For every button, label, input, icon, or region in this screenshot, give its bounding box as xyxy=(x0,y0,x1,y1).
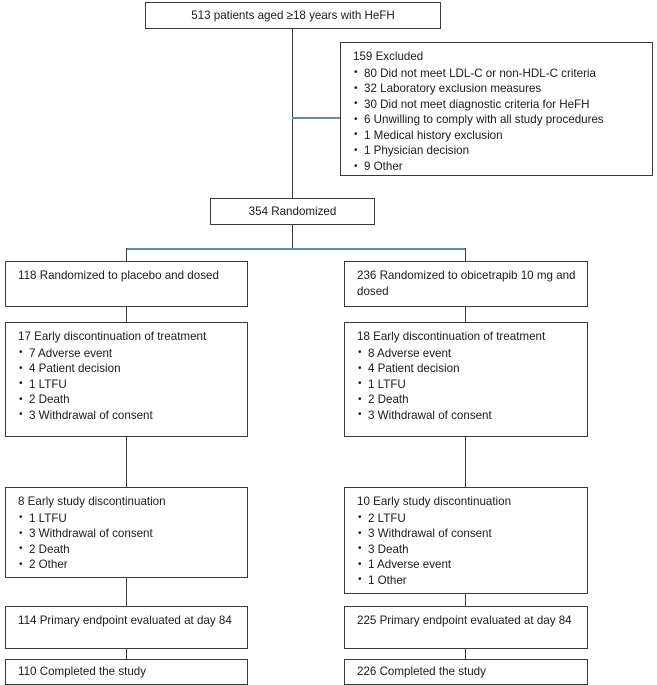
node-obicetrapib-treatment-discontinuation-header: 18 Early discontinuation of treatment xyxy=(357,330,546,343)
list-item: 1 Medical history exclusion xyxy=(353,127,642,144)
connector-enrolled-to-randomized xyxy=(292,28,294,199)
list-item: 3 Withdrawal of consent xyxy=(18,407,237,424)
list-item: 2 Death xyxy=(357,392,577,408)
list-item: 4 Patient decision xyxy=(357,361,577,377)
node-obicetrapib-completed-text: 226 Completed the study xyxy=(357,665,486,678)
list-item: 80 Did not meet LDL-C or non-HDL-C crite… xyxy=(353,65,642,82)
list-item: 3 Withdrawal of consent xyxy=(357,407,577,424)
list-item: 1 Adverse event xyxy=(357,557,577,573)
list-item: 32 Laboratory exclusion measures xyxy=(353,81,642,97)
list-item: 1 LTFU xyxy=(18,510,237,527)
connector-left-assigned-to-treatdisc xyxy=(126,307,128,322)
node-obicetrapib-completed: 226 Completed the study xyxy=(344,659,588,685)
list-item: 2 LTFU xyxy=(357,510,577,527)
node-placebo-completed: 110 Completed the study xyxy=(5,659,248,685)
node-enrolled: 513 patients aged ≥18 years with HeFH xyxy=(145,2,441,29)
list-item: 8 Adverse event xyxy=(357,345,577,362)
node-obicetrapib-primary-endpoint: 225 Primary endpoint evaluated at day 84 xyxy=(344,606,588,649)
node-placebo-assigned-text: 118 Randomized to placebo and dosed xyxy=(18,269,219,282)
list-item: 1 LTFU xyxy=(18,376,237,393)
node-placebo-treatment-discontinuation: 17 Early discontinuation of treatment 7 … xyxy=(5,322,248,437)
connector-split-left-drop xyxy=(126,248,128,261)
node-placebo-study-discontinuation: 8 Early study discontinuation 1 LTFU 3 W… xyxy=(5,487,248,578)
connector-right-assigned-to-treatdisc xyxy=(465,307,467,322)
connector-right-treatdisc-to-studydisc xyxy=(465,437,467,487)
connector-split-right-drop xyxy=(465,248,467,261)
node-placebo-treatment-discontinuation-list: 7 Adverse event 4 Patient decision 1 LTF… xyxy=(18,345,237,424)
node-obicetrapib-treatment-discontinuation-list: 8 Adverse event 4 Patient decision 1 LTF… xyxy=(357,345,577,424)
node-excluded-header: 159 Excluded xyxy=(353,50,424,63)
list-item: 9 Other xyxy=(353,159,642,175)
list-item: 1 LTFU xyxy=(357,376,577,393)
list-item: 2 Death xyxy=(18,541,237,558)
connector-split-bar xyxy=(126,248,466,250)
node-placebo-treatment-discontinuation-header: 17 Early discontinuation of treatment xyxy=(18,330,207,343)
list-item: 30 Did not meet diagnostic criteria for … xyxy=(353,96,642,113)
list-item: 4 Patient decision xyxy=(18,361,237,377)
connector-left-endpoint-to-completed xyxy=(126,649,128,659)
list-item: 1 Physician decision xyxy=(353,143,642,159)
list-item: 3 Death xyxy=(357,541,577,558)
node-placebo-study-discontinuation-list: 1 LTFU 3 Withdrawal of consent 2 Death 2… xyxy=(18,510,237,573)
node-obicetrapib-primary-endpoint-text: 225 Primary endpoint evaluated at day 84 xyxy=(357,614,572,627)
node-randomized-text: 354 Randomized xyxy=(248,205,337,218)
node-obicetrapib-study-discontinuation: 10 Early study discontinuation 2 LTFU 3 … xyxy=(344,487,588,594)
connector-randomized-down xyxy=(292,225,294,249)
connector-to-excluded xyxy=(292,117,340,119)
node-excluded-list: 80 Did not meet LDL-C or non-HDL-C crite… xyxy=(353,65,642,175)
node-obicetrapib-treatment-discontinuation: 18 Early discontinuation of treatment 8 … xyxy=(344,322,588,437)
list-item: 7 Adverse event xyxy=(18,345,237,362)
node-obicetrapib-study-discontinuation-header: 10 Early study discontinuation xyxy=(357,495,512,508)
list-item: 2 Death xyxy=(18,392,237,408)
connector-right-endpoint-to-completed xyxy=(465,649,467,659)
list-item: 1 Other xyxy=(357,572,577,589)
list-item: 3 Withdrawal of consent xyxy=(357,526,577,542)
node-placebo-assigned: 118 Randomized to placebo and dosed xyxy=(5,261,248,307)
node-randomized: 354 Randomized xyxy=(210,198,375,225)
connector-left-studydisc-to-endpoint xyxy=(126,578,128,606)
node-obicetrapib-study-discontinuation-list: 2 LTFU 3 Withdrawal of consent 3 Death 1… xyxy=(357,510,577,589)
node-placebo-study-discontinuation-header: 8 Early study discontinuation xyxy=(18,495,166,508)
node-placebo-primary-endpoint: 114 Primary endpoint evaluated at day 84 xyxy=(5,606,248,649)
connector-left-treatdisc-to-studydisc xyxy=(126,437,128,487)
node-placebo-primary-endpoint-text: 114 Primary endpoint evaluated at day 84 xyxy=(18,614,232,627)
list-item: 3 Withdrawal of consent xyxy=(18,526,237,542)
list-item: 6 Unwilling to comply with all study pro… xyxy=(353,112,642,128)
node-enrolled-text: 513 patients aged ≥18 years with HeFH xyxy=(191,9,395,22)
list-item: 2 Other xyxy=(18,557,237,573)
node-obicetrapib-assigned: 236 Randomized to obicetrapib 10 mg and … xyxy=(344,261,588,307)
node-excluded: 159 Excluded 80 Did not meet LDL-C or no… xyxy=(340,42,653,176)
connector-right-studydisc-to-endpoint xyxy=(465,594,467,606)
node-placebo-completed-text: 110 Completed the study xyxy=(18,665,147,678)
node-obicetrapib-assigned-text: 236 Randomized to obicetrapib 10 mg and … xyxy=(357,269,576,298)
